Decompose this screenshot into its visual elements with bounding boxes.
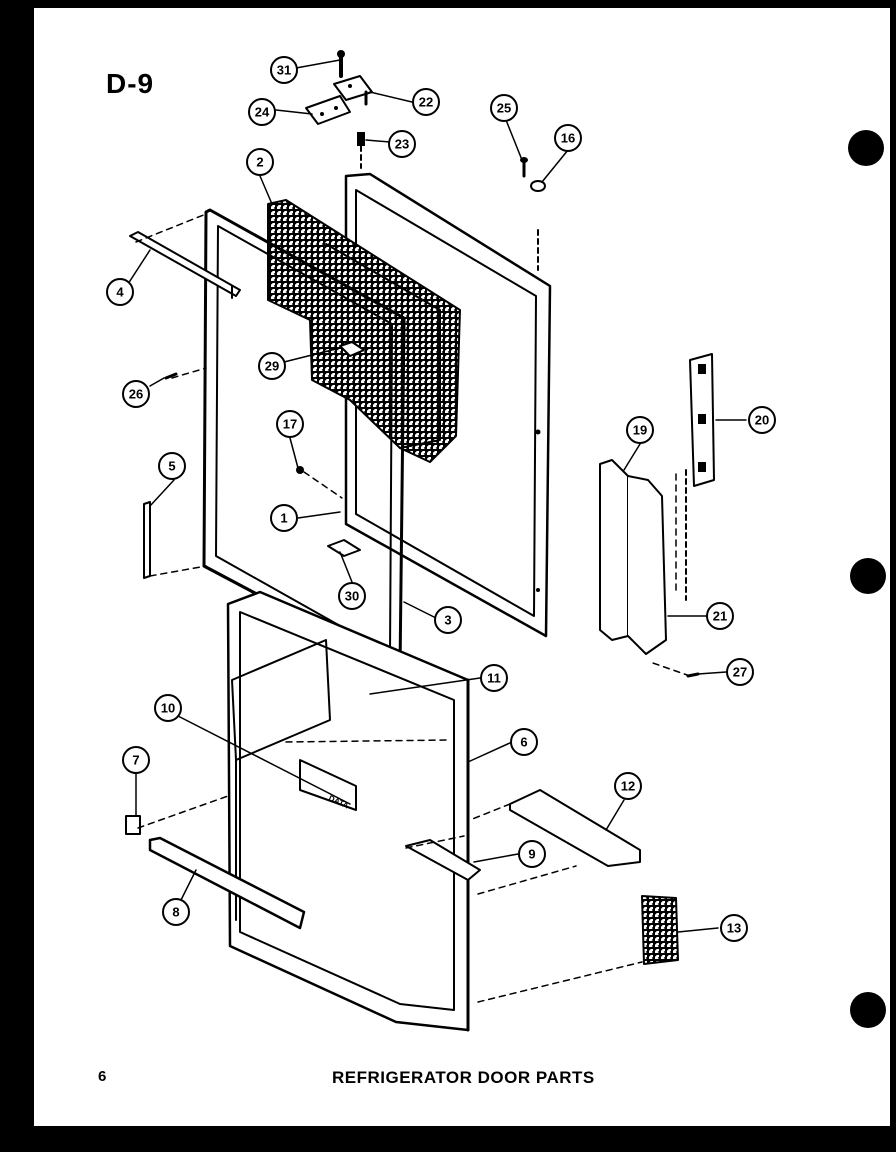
callout-16: 16 xyxy=(561,131,575,146)
callout-13: 13 xyxy=(727,921,741,936)
callout-31: 31 xyxy=(277,63,291,78)
callout-2: 2 xyxy=(256,155,263,170)
door-shelf xyxy=(509,789,641,867)
callout-11: 11 xyxy=(487,671,501,686)
callout-23: 22 xyxy=(419,95,433,110)
callout-10: 10 xyxy=(161,701,175,716)
bottom-hinge-bracket xyxy=(125,815,141,835)
callout-9: 9 xyxy=(528,847,535,862)
callout-4: 4 xyxy=(116,285,124,300)
callout-26: 25 xyxy=(497,101,511,116)
diagram-title: REFRIGERATOR DOOR PARTS xyxy=(332,1068,595,1087)
binder-hole-top xyxy=(848,130,884,166)
callout-24: 23 xyxy=(395,137,409,152)
binder-hole-bottom xyxy=(850,992,886,1028)
callout-5: 5 xyxy=(168,459,175,474)
callout-22: 27 xyxy=(733,665,747,680)
callout-7: 7 xyxy=(132,753,139,768)
callout-1: 1 xyxy=(280,511,287,526)
callout-6: 6 xyxy=(520,735,527,750)
callout-3: 3 xyxy=(444,613,451,628)
bottom-rail xyxy=(148,836,306,930)
door-handle-assembly xyxy=(599,353,715,655)
callout-17: 17 xyxy=(283,417,297,432)
callout-20: 20 xyxy=(755,413,769,428)
shelf-end-cap xyxy=(641,895,679,965)
callout-numbers: 31 24 22 23 25 16 2 4 26 29 17 5 1 30 3 … xyxy=(116,63,769,936)
guide-lines xyxy=(135,213,691,1003)
callout-8: 8 xyxy=(172,905,179,920)
callout-19: 19 xyxy=(633,423,647,438)
binder-hole-middle xyxy=(850,558,886,594)
inner-door-liner xyxy=(226,590,470,1032)
page-number: 6 xyxy=(98,1068,107,1085)
callout-12: 12 xyxy=(621,779,635,794)
breaker-strip-top xyxy=(129,231,241,299)
callout-leaders xyxy=(127,59,747,933)
callout-30: 30 xyxy=(345,589,359,604)
breaker-strip-side xyxy=(143,501,151,579)
foam-insulation xyxy=(267,199,461,463)
callout-25: 24 xyxy=(255,105,270,120)
page-code: D-9 xyxy=(106,68,155,99)
callout-27: 26 xyxy=(129,387,143,402)
hinge-assembly xyxy=(305,50,373,169)
butter-tray xyxy=(405,839,481,881)
callout-bubbles xyxy=(106,56,776,942)
callout-29: 29 xyxy=(265,359,279,374)
callout-21: 21 xyxy=(713,609,727,624)
retainer-clip xyxy=(327,341,365,557)
